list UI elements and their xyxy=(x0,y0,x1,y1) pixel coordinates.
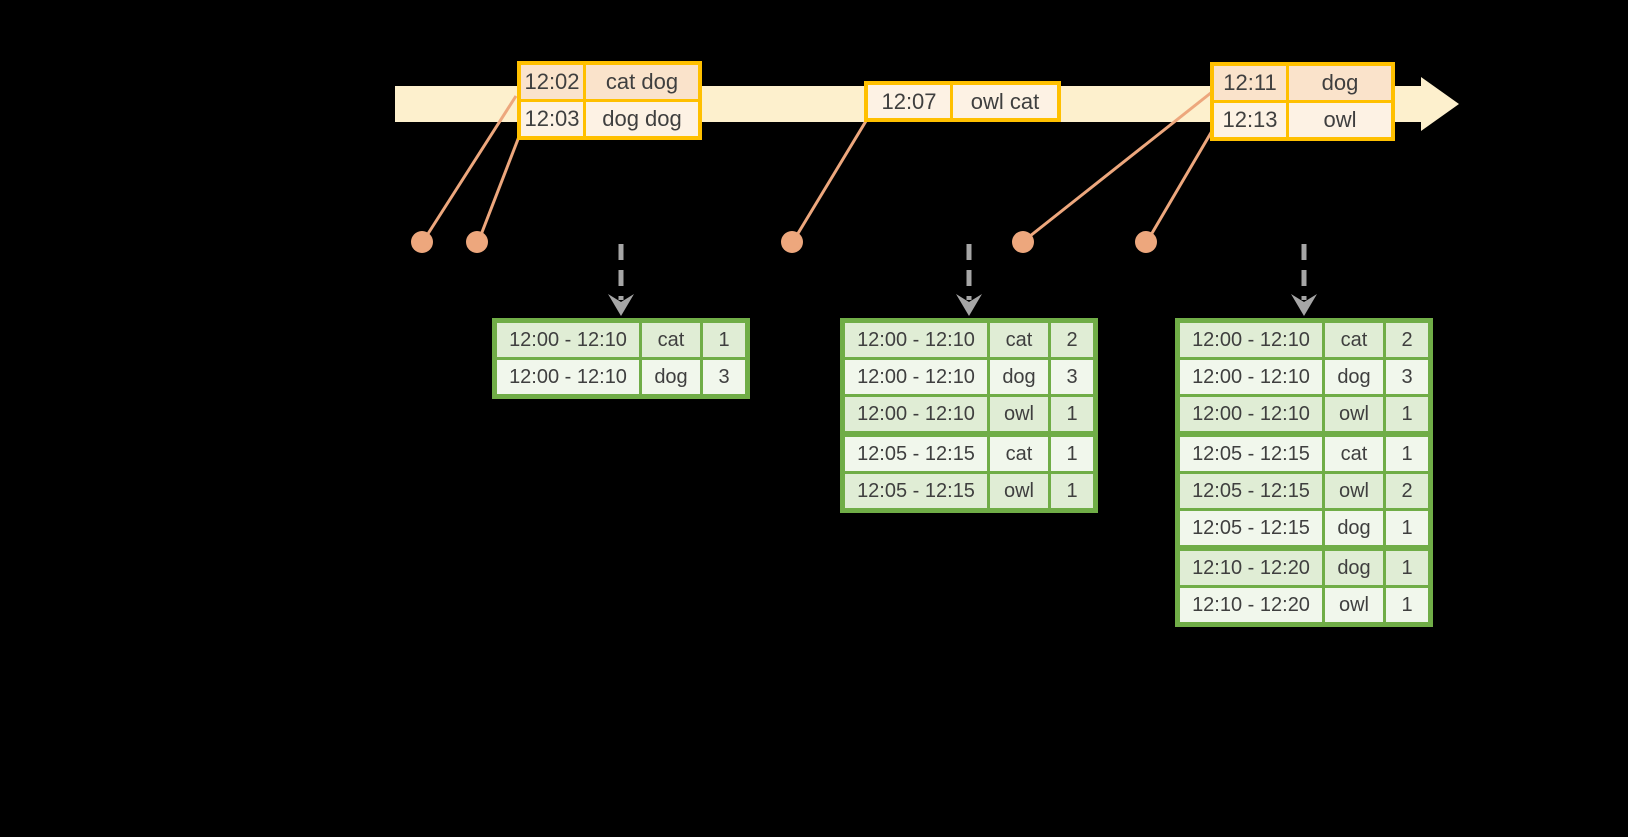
event-time-cell: 12:02 xyxy=(521,65,583,99)
timeline-arrowhead-icon xyxy=(1421,77,1459,131)
word-cell: dog xyxy=(642,360,700,394)
window-cell: 12:00 - 12:10 xyxy=(845,323,987,357)
count-cell: 1 xyxy=(703,323,745,357)
window-cell: 12:00 - 12:10 xyxy=(845,360,987,394)
event-time-cell: 12:13 xyxy=(1214,103,1286,137)
result-row: 12:05 - 12:15 owl 2 xyxy=(1180,474,1428,508)
word-cell: dog xyxy=(1325,360,1383,394)
event-dot-icon xyxy=(781,231,803,253)
count-cell: 1 xyxy=(1386,588,1428,622)
word-cell: dog xyxy=(1325,511,1383,545)
word-cell: cat xyxy=(990,323,1048,357)
count-cell: 3 xyxy=(703,360,745,394)
event-row: 12:11 dog xyxy=(1214,66,1391,100)
trigger-arrowhead-icon xyxy=(956,294,982,316)
word-cell: owl xyxy=(990,397,1048,431)
event-words-cell: dog xyxy=(1289,66,1391,100)
event-time-cell: 12:07 xyxy=(868,85,950,118)
result-row: 12:00 - 12:10 dog 3 xyxy=(497,360,745,394)
event-connector-line xyxy=(477,133,522,241)
event-words-cell: owl xyxy=(1289,103,1391,137)
window-cell: 12:05 - 12:15 xyxy=(845,437,987,471)
event-dot-icon xyxy=(1012,231,1034,253)
count-cell: 1 xyxy=(1051,437,1093,471)
word-cell: cat xyxy=(990,437,1048,471)
count-cell: 2 xyxy=(1386,323,1428,357)
event-connector-line xyxy=(1146,130,1214,241)
result-table-2: 12:00 - 12:10 cat 2 12:00 - 12:10 dog 3 … xyxy=(840,318,1098,513)
window-cell: 12:05 - 12:15 xyxy=(1180,437,1322,471)
count-cell: 2 xyxy=(1051,323,1093,357)
count-cell: 1 xyxy=(1051,474,1093,508)
word-cell: owl xyxy=(1325,397,1383,431)
result-row: 12:00 - 12:10 cat 2 xyxy=(1180,323,1428,357)
event-words-cell: cat dog xyxy=(586,65,698,99)
word-cell: cat xyxy=(642,323,700,357)
word-cell: owl xyxy=(1325,588,1383,622)
event-dot-icon xyxy=(1135,231,1157,253)
window-cell: 12:05 - 12:15 xyxy=(845,474,987,508)
result-row: 12:10 - 12:20 dog 1 xyxy=(1180,551,1428,585)
window-cell: 12:00 - 12:10 xyxy=(845,397,987,431)
event-row: 12:02 cat dog xyxy=(521,65,698,99)
count-cell: 3 xyxy=(1386,360,1428,394)
event-connector-line xyxy=(792,120,868,241)
count-cell: 1 xyxy=(1051,397,1093,431)
count-cell: 2 xyxy=(1386,474,1428,508)
result-row: 12:00 - 12:10 owl 1 xyxy=(845,397,1093,431)
event-time-cell: 12:03 xyxy=(521,102,583,136)
window-cell: 12:00 - 12:10 xyxy=(1180,360,1322,394)
event-row: 12:03 dog dog xyxy=(521,102,698,136)
result-table-1: 12:00 - 12:10 cat 1 12:00 - 12:10 dog 3 xyxy=(492,318,750,399)
window-cell: 12:00 - 12:10 xyxy=(1180,323,1322,357)
window-cell: 12:10 - 12:20 xyxy=(1180,551,1322,585)
trigger-arrowhead-icon xyxy=(608,294,634,316)
event-row: 12:13 owl xyxy=(1214,103,1391,137)
event-dot-icon xyxy=(411,231,433,253)
window-cell: 12:00 - 12:10 xyxy=(497,360,639,394)
result-row: 12:05 - 12:15 cat 1 xyxy=(845,437,1093,471)
event-table-3: 12:11 dog 12:13 owl xyxy=(1210,62,1395,141)
event-table-1: 12:02 cat dog 12:03 dog dog xyxy=(517,61,702,140)
trigger-arrowhead-icon xyxy=(1291,294,1317,316)
word-cell: dog xyxy=(990,360,1048,394)
event-words-cell: dog dog xyxy=(586,102,698,136)
event-table-2: 12:07 owl cat xyxy=(864,81,1061,122)
word-cell: cat xyxy=(1325,323,1383,357)
event-words-cell: owl cat xyxy=(953,85,1057,118)
result-row: 12:05 - 12:15 cat 1 xyxy=(1180,437,1428,471)
event-time-cell: 12:11 xyxy=(1214,66,1286,100)
word-cell: owl xyxy=(990,474,1048,508)
word-cell: cat xyxy=(1325,437,1383,471)
window-cell: 12:05 - 12:15 xyxy=(1180,511,1322,545)
result-row: 12:00 - 12:10 cat 1 xyxy=(497,323,745,357)
count-cell: 1 xyxy=(1386,437,1428,471)
count-cell: 3 xyxy=(1051,360,1093,394)
result-row: 12:00 - 12:10 dog 3 xyxy=(1180,360,1428,394)
window-cell: 12:00 - 12:10 xyxy=(1180,397,1322,431)
count-cell: 1 xyxy=(1386,551,1428,585)
result-row: 12:00 - 12:10 cat 2 xyxy=(845,323,1093,357)
result-row: 12:05 - 12:15 dog 1 xyxy=(1180,511,1428,545)
count-cell: 1 xyxy=(1386,511,1428,545)
window-cell: 12:05 - 12:15 xyxy=(1180,474,1322,508)
result-row: 12:05 - 12:15 owl 1 xyxy=(845,474,1093,508)
count-cell: 1 xyxy=(1386,397,1428,431)
word-cell: owl xyxy=(1325,474,1383,508)
result-row: 12:00 - 12:10 owl 1 xyxy=(1180,397,1428,431)
event-dot-icon xyxy=(466,231,488,253)
event-row: 12:07 owl cat xyxy=(868,85,1057,118)
result-row: 12:10 - 12:20 owl 1 xyxy=(1180,588,1428,622)
window-cell: 12:00 - 12:10 xyxy=(497,323,639,357)
result-table-3: 12:00 - 12:10 cat 2 12:00 - 12:10 dog 3 … xyxy=(1175,318,1433,627)
result-row: 12:00 - 12:10 dog 3 xyxy=(845,360,1093,394)
word-cell: dog xyxy=(1325,551,1383,585)
window-cell: 12:10 - 12:20 xyxy=(1180,588,1322,622)
